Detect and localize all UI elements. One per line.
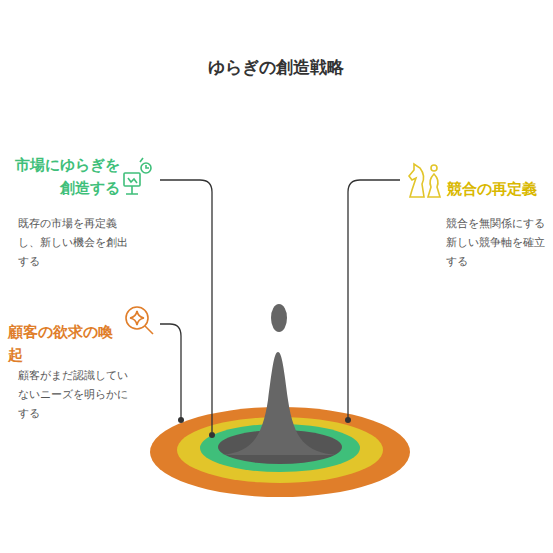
diagram-title: ゆらぎの創造戦略 <box>76 56 476 79</box>
strategy-description: 顧客がまだ認識していないニーズを明らかにする <box>18 366 128 423</box>
leader-dot <box>209 432 215 438</box>
strategy-heading: 競合の再定義 <box>447 178 551 201</box>
peak <box>222 352 336 455</box>
peak-head <box>271 304 287 332</box>
leader-dot <box>345 417 351 423</box>
strategy-heading: 市場にゆらぎを創造する <box>8 154 120 200</box>
leader-line <box>348 180 400 418</box>
strategy-heading: 顧客の欲求の喚起 <box>8 321 120 367</box>
search-icon <box>126 307 153 334</box>
leader-dot <box>178 417 184 423</box>
market-icon <box>124 158 151 194</box>
strategy-description: 既存の市場を再定義し、新しい機会を創出する <box>18 214 128 271</box>
leader-line <box>160 180 212 432</box>
leader-line <box>160 324 181 418</box>
chess-icon <box>409 164 440 197</box>
strategy-description: 競合を無関係にする新しい競争軸を確立する <box>446 214 548 271</box>
